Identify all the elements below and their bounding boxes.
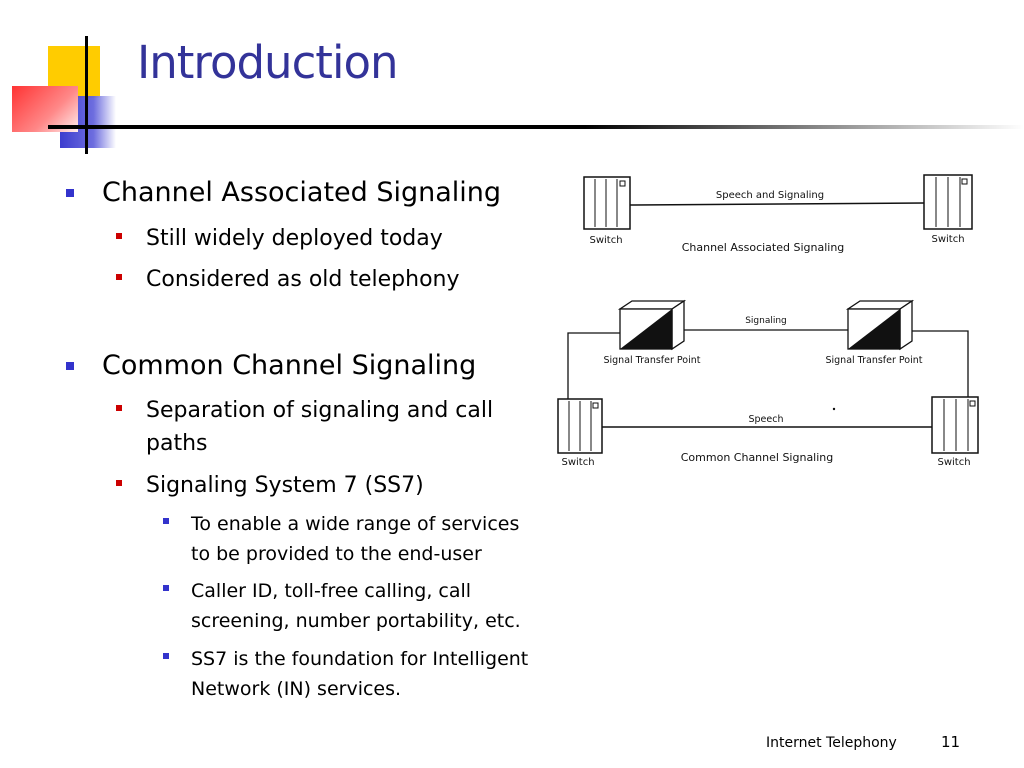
subsubbullet-caller-id: Caller ID, toll-free calling, call scree… — [163, 576, 521, 636]
bullet-text: Common Channel Signaling — [102, 350, 477, 381]
bullet-cas: Channel Associated Signaling — [66, 176, 502, 210]
ccs-left-stp-label: Signal Transfer Point — [603, 355, 700, 366]
bullet-square-icon — [66, 362, 74, 370]
bullet-text-line-2: paths — [146, 431, 208, 456]
ccs-left-switch — [557, 398, 603, 454]
subbullet-old-telephony: Considered as old telephony — [116, 263, 460, 296]
bullet-text-line-1: SS7 is the foundation for Intelligent — [191, 648, 529, 670]
subsubbullet-in-services: SS7 is the foundation for Intelligent Ne… — [163, 644, 529, 704]
ccs-caption: Common Channel Signaling — [681, 451, 834, 464]
bullet-square-icon — [116, 274, 122, 280]
ccs-speech-label: Speech — [749, 414, 784, 425]
ccs-right-stp-label: Signal Transfer Point — [825, 355, 922, 366]
subbullet-separation: Separation of signaling and call paths — [116, 394, 494, 460]
bullet-text-line-2: screening, number portability, etc. — [191, 610, 521, 632]
ccs-right-switch-label: Switch — [937, 457, 970, 468]
stray-dot — [832, 407, 836, 411]
ccs-signaling-label: Signaling — [745, 316, 787, 326]
page-number: 11 — [941, 733, 961, 751]
cas-link-label: Speech and Signaling — [716, 190, 824, 201]
bullet-text: Channel Associated Signaling — [102, 177, 502, 208]
bullet-square-icon — [163, 518, 169, 524]
bullet-ccs: Common Channel Signaling — [66, 349, 477, 383]
deco-red-square — [12, 86, 78, 132]
bullet-square-icon — [163, 585, 169, 591]
bullet-text-line-2: to be provided to the end-user — [191, 543, 482, 565]
bullet-square-icon — [116, 405, 122, 411]
corner-decoration — [0, 0, 160, 160]
cas-caption: Channel Associated Signaling — [682, 241, 845, 254]
bullet-text: Signaling System 7 (SS7) — [146, 473, 424, 498]
bullet-text-line-2: Network (IN) services. — [191, 678, 402, 700]
bullet-square-icon — [116, 233, 122, 239]
footer-label: Internet Telephony — [766, 735, 897, 751]
ccs-left-stp — [617, 299, 687, 351]
subbullet-widely-deployed: Still widely deployed today — [116, 222, 443, 255]
ccs-right-stp — [845, 299, 915, 351]
bullet-text: Still widely deployed today — [146, 226, 443, 251]
ccs-left-signaling-path — [567, 332, 620, 399]
bullet-text: Considered as old telephony — [146, 267, 460, 292]
cas-right-switch — [923, 174, 973, 230]
slide-title: Introduction — [137, 36, 399, 89]
bullet-square-icon — [116, 480, 122, 486]
ccs-right-switch — [931, 396, 979, 454]
cas-left-switch-label: Switch — [589, 235, 622, 246]
cas-link — [629, 202, 925, 206]
ccs-left-switch-label: Switch — [561, 457, 594, 468]
subsubbullet-services: To enable a wide range of services to be… — [163, 509, 520, 569]
bullet-square-icon — [163, 653, 169, 659]
bullet-square-icon — [66, 189, 74, 197]
cas-right-switch-label: Switch — [931, 234, 964, 245]
title-underline — [48, 125, 1024, 129]
bullet-text-line-1: Caller ID, toll-free calling, call — [191, 580, 472, 602]
ccs-right-signaling-path — [912, 330, 969, 399]
cas-left-switch — [583, 176, 631, 230]
subbullet-ss7: Signaling System 7 (SS7) — [116, 469, 424, 502]
bullet-text-line-1: To enable a wide range of services — [191, 513, 520, 535]
deco-vertical-line — [85, 36, 88, 154]
bullet-text-line-1: Separation of signaling and call — [146, 398, 494, 423]
signaling-diagram: Speech and Signaling Switch Switch Chann… — [557, 174, 979, 468]
